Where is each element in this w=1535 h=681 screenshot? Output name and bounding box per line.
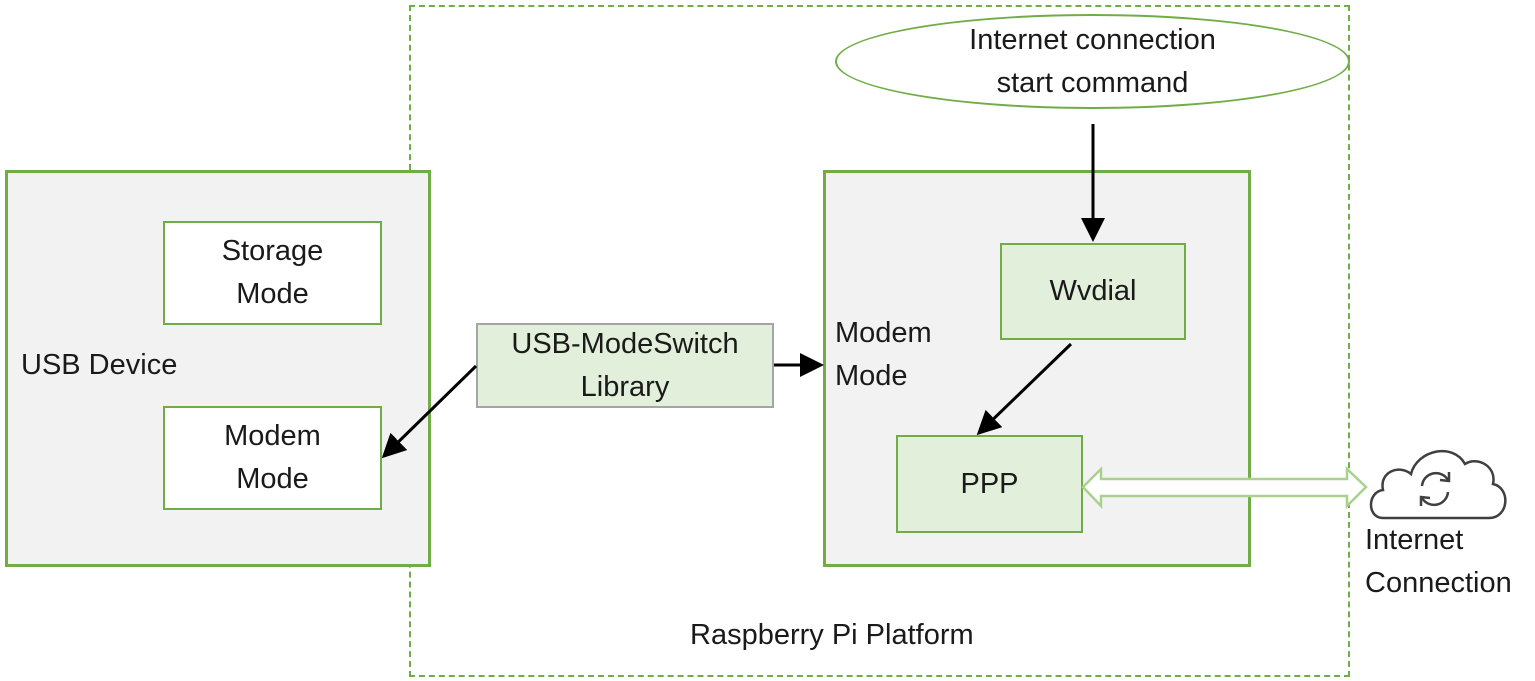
wvdial-box: Wvdial bbox=[1000, 243, 1186, 340]
wvdial-to-ppp-arrow bbox=[976, 342, 1073, 436]
cloud-sync-icon bbox=[1369, 449, 1507, 520]
usb-modeswitch-library-box: USB-ModeSwitch Library bbox=[476, 323, 774, 408]
usb-device-label: USB Device bbox=[21, 349, 178, 381]
internet-connection-label: Internet Connection bbox=[1365, 524, 1512, 599]
usb-modem-mode-box: Modem Mode bbox=[163, 406, 382, 510]
storage-mode-box: Storage Mode bbox=[163, 221, 382, 325]
library-to-usb-modem-arrow bbox=[381, 364, 478, 459]
ppp-box: PPP bbox=[896, 435, 1083, 533]
start-command-ellipse bbox=[835, 14, 1350, 109]
ppp-internet-double-arrow bbox=[1081, 465, 1368, 510]
modem-mode-label: Modem Mode bbox=[835, 317, 932, 392]
start-command-label: Internet connection start command bbox=[969, 23, 1216, 99]
raspberry-pi-platform-label: Raspberry Pi Platform bbox=[690, 619, 974, 651]
